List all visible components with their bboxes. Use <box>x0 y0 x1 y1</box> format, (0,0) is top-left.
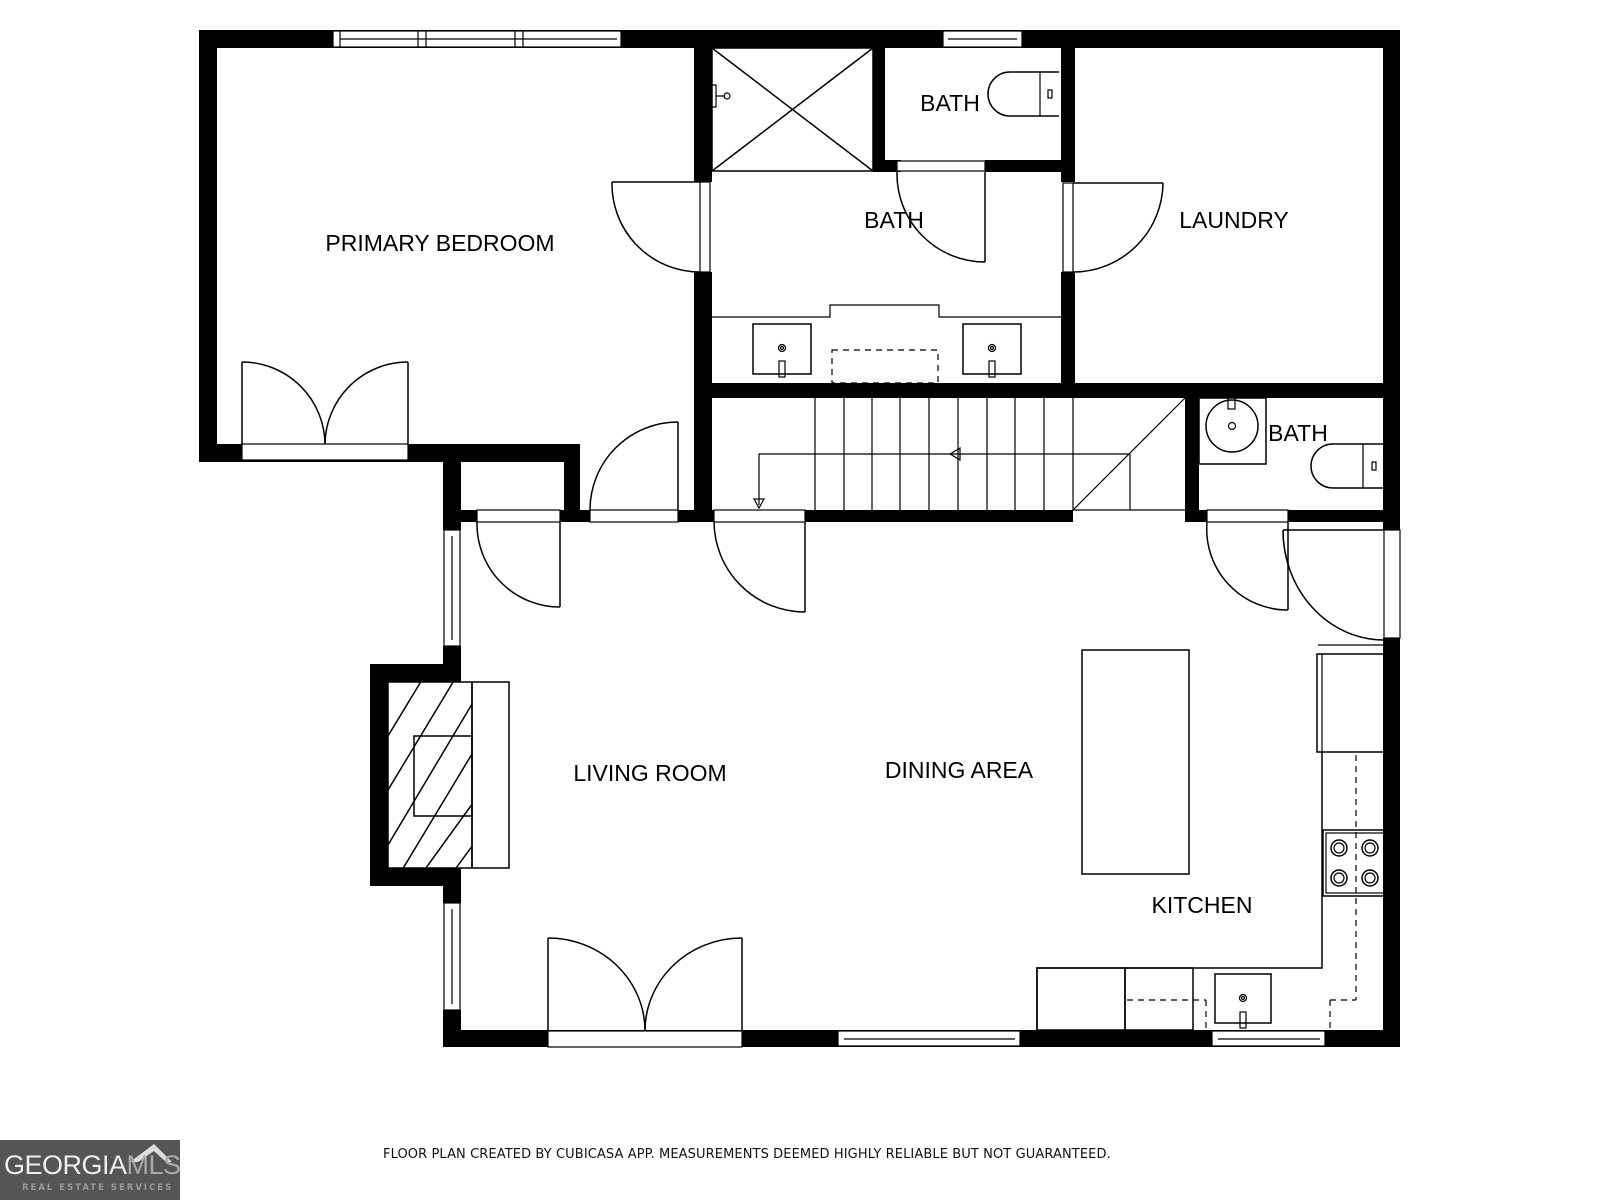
roof-icon <box>130 1144 172 1162</box>
logo-text: GEORGIAMLS <box>4 1150 181 1181</box>
doors <box>241 160 1385 1048</box>
label-bath-half: BATH <box>1268 420 1328 446</box>
fireplace <box>387 681 510 869</box>
toilet <box>987 71 1059 117</box>
shower <box>710 47 874 172</box>
windows <box>332 30 1401 1047</box>
kitchen-sink <box>1214 973 1272 1029</box>
logo-georgia: GEORGIA <box>4 1150 127 1180</box>
label-kitchen: KITCHEN <box>1152 892 1253 918</box>
logo-mls: MLS <box>126 1150 182 1180</box>
label-primary-bedroom: PRIMARY BEDROOM <box>325 230 554 256</box>
label-living-room: LIVING ROOM <box>573 760 726 786</box>
refrigerator <box>1316 653 1385 753</box>
kitchen-counter <box>1036 752 1323 1030</box>
kitchen-island <box>1081 649 1190 875</box>
georgia-mls-logo: GEORGIAMLS REAL ESTATE SERVICES <box>0 1140 181 1200</box>
footer-disclaimer: FLOOR PLAN CREATED BY CUBICASA APP. MEAS… <box>383 1147 1111 1162</box>
staircase <box>752 397 1186 511</box>
label-bath-wc: BATH <box>920 90 980 116</box>
stove <box>1322 829 1385 897</box>
room-labels: PRIMARY BEDROOM BATH BATH LAUNDRY BATH L… <box>325 90 1327 918</box>
label-laundry: LAUNDRY <box>1179 207 1289 233</box>
logo-subtitle: REAL ESTATE SERVICES <box>22 1183 174 1193</box>
fixtures <box>387 47 1385 1031</box>
half-bath-fixtures <box>1198 396 1383 489</box>
double-vanity <box>712 304 1061 384</box>
label-bath-main: BATH <box>864 207 924 233</box>
label-dining-area: DINING AREA <box>885 757 1034 783</box>
